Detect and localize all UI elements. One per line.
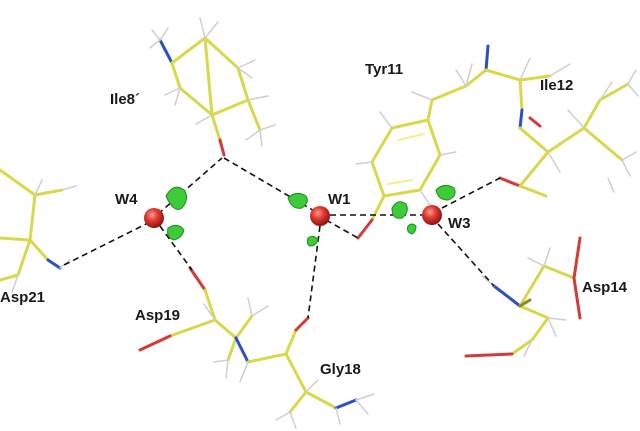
asp19-gly18-hydrogens (203, 297, 375, 429)
hydrogen-bonds (61, 157, 501, 319)
residue-labels: Ile8´ Tyr11 Ile12 Asp21 Asp19 Asp14 Gly1… (0, 61, 628, 378)
label-w1: W1 (328, 191, 351, 208)
density-blob (407, 223, 417, 235)
asp19-residue-sticks (138, 266, 254, 364)
water-labels: W4 W1 W3 (115, 191, 471, 232)
hbond-w4-asp19 (159, 225, 193, 271)
label-asp14: Asp14 (582, 279, 628, 296)
electron-density-blobs (165, 184, 456, 247)
density-blob (391, 201, 408, 219)
label-gly18: Gly18 (320, 361, 361, 378)
label-asp19: Asp19 (135, 307, 180, 324)
density-blob (287, 192, 308, 209)
label-tyr11: Tyr11 (365, 61, 403, 78)
label-w4: W4 (115, 191, 138, 208)
ile8-residue-sticks (158, 36, 262, 157)
hbond-w3-ile12 (441, 177, 501, 209)
water-molecules (144, 205, 442, 228)
hbond-w1-tyr11 (325, 219, 359, 239)
hbond-w3-asp14 (437, 223, 495, 287)
tyr11-ile12-hydrogens (355, 57, 639, 206)
ile8-hydrogens (149, 17, 276, 147)
density-blob (435, 184, 456, 201)
label-w3: W3 (448, 215, 471, 232)
density-blob (165, 186, 188, 210)
hbond-w4-asp21 (61, 221, 151, 267)
asp14-residue-sticks (464, 236, 582, 358)
gly18-residue-sticks (246, 316, 358, 414)
asp21-residue-sticks (0, 168, 64, 282)
hbond-w4-ile8 (157, 157, 223, 215)
water-sphere-w1 (310, 206, 330, 226)
label-ile12: Ile12 (540, 77, 573, 94)
label-ile8: Ile8´ (110, 91, 140, 108)
density-blob (167, 224, 185, 241)
ile12-residue-sticks (498, 78, 630, 198)
label-asp21: Asp21 (0, 289, 45, 306)
density-blob (306, 235, 319, 247)
water-sphere-w3 (422, 205, 442, 225)
hbond-ile8-w1 (223, 157, 317, 213)
asp21-hydrogens (11, 179, 77, 293)
water-sphere-w4 (144, 208, 164, 228)
